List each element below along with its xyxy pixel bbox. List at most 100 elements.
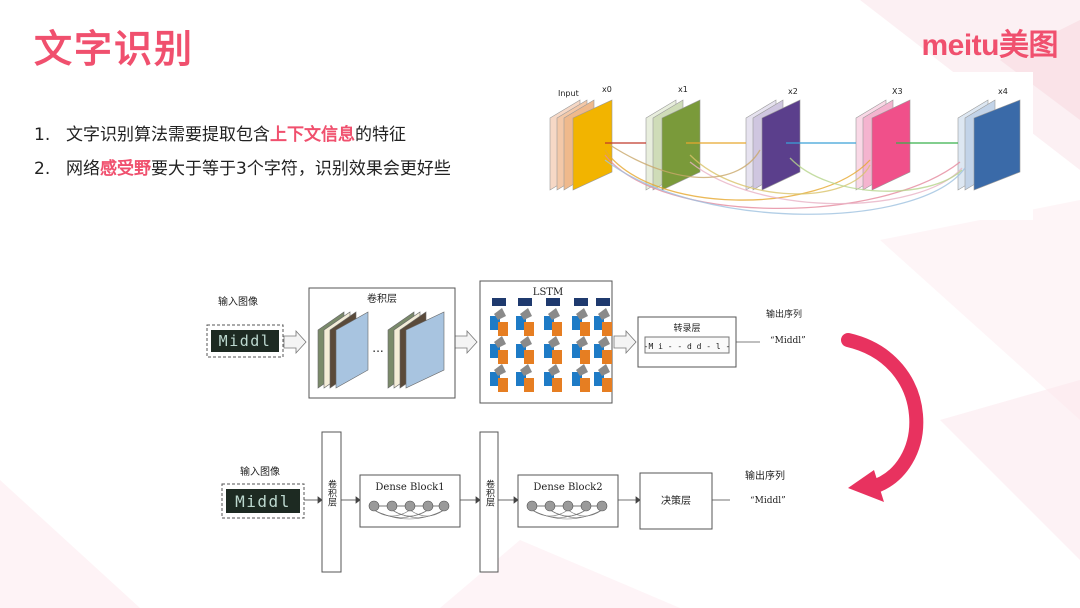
lstm-gate (520, 336, 532, 348)
lstm-gate (598, 364, 610, 376)
transition-arrow (841, 333, 924, 495)
dense-connection-arrows (604, 142, 966, 215)
lstm-backward-cell (524, 322, 534, 336)
dense-conv2-label: 卷积层 (484, 478, 495, 507)
dense-output-label: 输出序列 (745, 469, 785, 482)
transition-arrow-head (848, 470, 884, 502)
dense-node (562, 500, 574, 512)
x3-label: X3 (892, 87, 903, 96)
feature-map-stack-x2 (745, 99, 801, 191)
lstm-backward-cell (524, 350, 534, 364)
conv-feature-maps (317, 311, 445, 389)
x0-label: x0 (602, 85, 612, 94)
dense-conv1-box (321, 431, 342, 573)
crnn-output-label: 输出序列 (766, 308, 802, 320)
dense-node (544, 500, 556, 512)
bullet-item: 1.文字识别算法需要提取包含上下文信息的特征 (34, 118, 451, 152)
dense-block2-title: Dense Block2 (533, 482, 602, 493)
lstm-gate (598, 308, 610, 320)
lstm-backward-cell (602, 378, 612, 392)
lstm-gate (548, 364, 560, 376)
lstm-backward-cell (580, 378, 590, 392)
lstm-backward-cell (552, 378, 562, 392)
lstm-gate (576, 336, 588, 348)
dense-conv2-box (479, 431, 499, 573)
dense-skip-edge (567, 509, 603, 517)
lstm-output-node (546, 298, 560, 306)
lstm-output-node (574, 298, 588, 306)
feature-map-stack-x4 (957, 99, 1021, 191)
lstm-forward-cell (572, 344, 582, 358)
bullet-list: 1.文字识别算法需要提取包含上下文信息的特征 2.网络感受野要大于等于3个字符，… (34, 118, 451, 186)
bullet-item: 2.网络感受野要大于等于3个字符，识别效果会更好些 (34, 152, 451, 186)
lstm-gate (494, 336, 506, 348)
lstm-backward-cell (552, 322, 562, 336)
bullet-highlight: 感受野 (100, 159, 151, 179)
lstm-gate (520, 308, 532, 320)
dense-block1-nodes (368, 500, 450, 520)
crnn-conv-title: 卷积层 (367, 292, 397, 305)
transcription-sequence-box (644, 336, 730, 354)
conv-ellipsis: ... (372, 341, 383, 355)
transcription-sequence: -M i - - d d - l - (644, 342, 731, 351)
dense-node (596, 500, 608, 512)
dense-node (368, 500, 380, 512)
dense-node (404, 500, 416, 512)
lstm-forward-cell (516, 372, 526, 386)
crnn-input-frame (206, 324, 284, 358)
lstm-backward-cell (580, 350, 590, 364)
lstm-title: LSTM (533, 287, 563, 298)
page-title: 文字识别 (34, 27, 195, 71)
lstm-forward-cell (572, 372, 582, 386)
dense-node (386, 500, 398, 512)
feature-map-stack-x1 (645, 99, 701, 191)
lstm-output-node (518, 298, 532, 306)
lstm-forward-cell (516, 344, 526, 358)
lstm-backward-cell (552, 350, 562, 364)
feature-map-stack-x0 (549, 99, 613, 191)
dense-block2-nodes (526, 500, 608, 520)
lstm-backward-cell (602, 350, 612, 364)
lstm-gate (494, 308, 506, 320)
dense-node (422, 500, 434, 512)
crnn-input-label: 输入图像 (218, 295, 258, 308)
decision-layer-label: 决策层 (661, 494, 691, 507)
feature-map-stack-x3 (855, 99, 911, 191)
dense-conv1-label: 卷积层 (326, 478, 337, 507)
dense-input-frame (221, 483, 305, 519)
dense-skip-edge (409, 509, 445, 517)
lstm-backward-cell (498, 350, 508, 364)
transcription-title: 转录层 (673, 322, 700, 334)
dense-block1-title: Dense Block1 (375, 482, 444, 493)
lstm-gate (548, 336, 560, 348)
lstm-gate (520, 364, 532, 376)
lstm-forward-cell (594, 344, 604, 358)
lstm-output-node (596, 298, 610, 306)
bullet-number: 1. (34, 125, 51, 145)
lstm-forward-cell (490, 316, 500, 330)
dense-node (580, 500, 592, 512)
pipeline-connectors (304, 496, 730, 504)
dense-skip-edge (549, 509, 603, 518)
lstm-backward-cell (524, 378, 534, 392)
lstm-forward-cell (516, 316, 526, 330)
bullet-highlight: 上下文信息 (270, 125, 355, 145)
bullet-number: 2. (34, 159, 51, 179)
lstm-cells (490, 298, 612, 392)
lstm-gate (548, 308, 560, 320)
dense-input-word: Middl (235, 492, 291, 511)
dense-skip-edge (391, 509, 445, 518)
crnn-input-image (211, 330, 279, 352)
bullet-text: 文字识别算法需要提取包含 (66, 125, 270, 145)
lstm-forward-cell (544, 316, 554, 330)
lstm-forward-cell (490, 372, 500, 386)
lstm-gate (576, 308, 588, 320)
lstm-forward-cell (572, 316, 582, 330)
lstm-gate (598, 336, 610, 348)
dense-node (438, 500, 450, 512)
lstm-forward-cell (594, 316, 604, 330)
lstm-backward-cell (498, 322, 508, 336)
